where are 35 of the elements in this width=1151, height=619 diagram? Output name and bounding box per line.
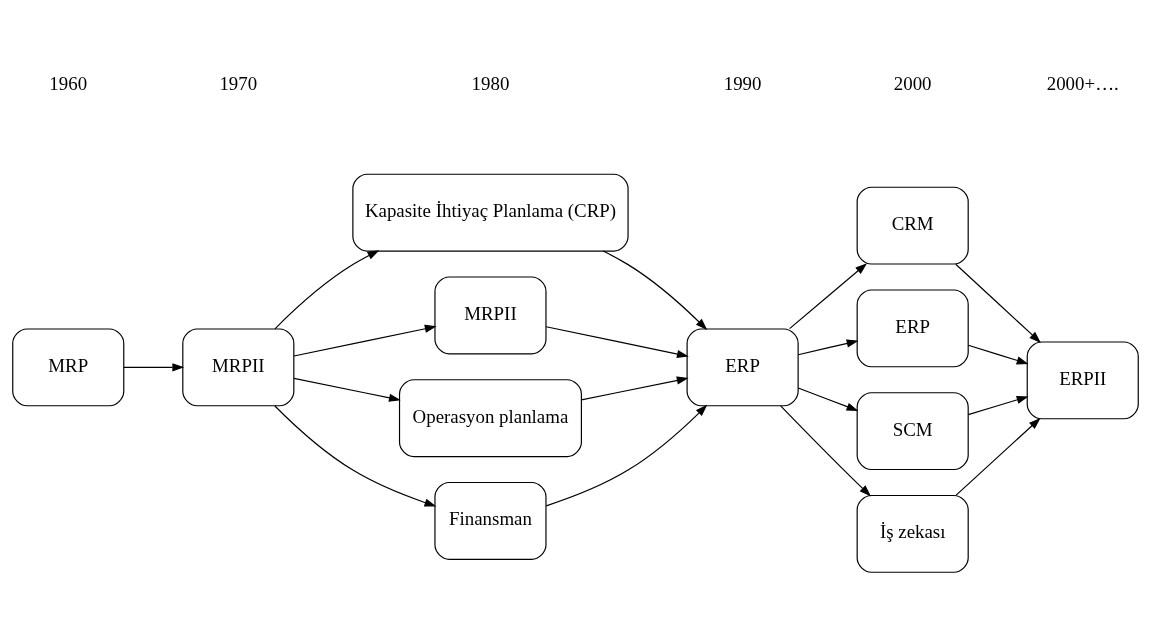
label: 2000: [893, 72, 932, 94]
label: 2000+….: [1046, 72, 1119, 94]
label: 1960: [49, 72, 88, 94]
arrow: [545, 326, 689, 359]
arrow: [274, 250, 380, 330]
node-box: MRPII: [182, 328, 295, 407]
arrow: [797, 387, 859, 411]
arrow: [967, 344, 1029, 365]
arrow: [967, 395, 1029, 416]
node-box: ERPII: [1026, 341, 1139, 420]
node-box: ERP: [856, 289, 969, 368]
arrow: [789, 263, 868, 330]
node-box: İş zekası: [856, 494, 969, 573]
label: 1980: [471, 72, 510, 94]
node-box: Operasyon planlama: [398, 379, 582, 458]
label: 1990: [723, 72, 762, 94]
node-box: MRP: [12, 328, 125, 407]
arrow: [780, 405, 872, 497]
arrow: [274, 405, 437, 507]
arrow: [797, 339, 859, 356]
node-box: MRPII: [434, 276, 547, 355]
arrow: [293, 377, 401, 402]
node-box: CRM: [856, 186, 969, 265]
node-box: Finansman: [434, 481, 547, 560]
arrow: [123, 363, 185, 372]
arrow: [545, 404, 708, 507]
node-box: ERP: [686, 328, 799, 407]
arrow: [580, 376, 689, 401]
label: 1970: [219, 72, 258, 94]
node-box: SCM: [856, 392, 969, 471]
arrow: [955, 263, 1041, 343]
node-box: Kapasite İhtiyaç Planlama (CRP): [352, 173, 629, 252]
arrow: [602, 250, 708, 331]
arrow: [293, 324, 437, 357]
arrow: [955, 417, 1041, 496]
